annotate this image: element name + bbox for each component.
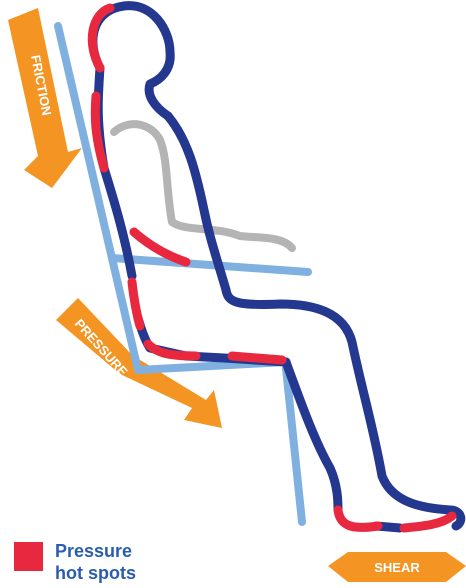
hot-spot-heel bbox=[338, 510, 378, 527]
hot-spot-thigh bbox=[232, 356, 282, 360]
hot-spot-foot bbox=[404, 516, 452, 528]
head-outline bbox=[93, 6, 170, 116]
legend-text: Pressure hot spots bbox=[55, 540, 136, 584]
legend-swatch bbox=[14, 542, 43, 571]
chair-armrest bbox=[112, 258, 308, 272]
legend: Pressure hot spots bbox=[14, 540, 136, 584]
hot-spot-sacrum bbox=[132, 282, 140, 326]
legend-line-1: Pressure bbox=[55, 540, 136, 562]
legend-line-2: hot spots bbox=[55, 562, 136, 584]
shear-arrow: SHEAR bbox=[328, 552, 466, 582]
shear-label: SHEAR bbox=[374, 560, 420, 575]
